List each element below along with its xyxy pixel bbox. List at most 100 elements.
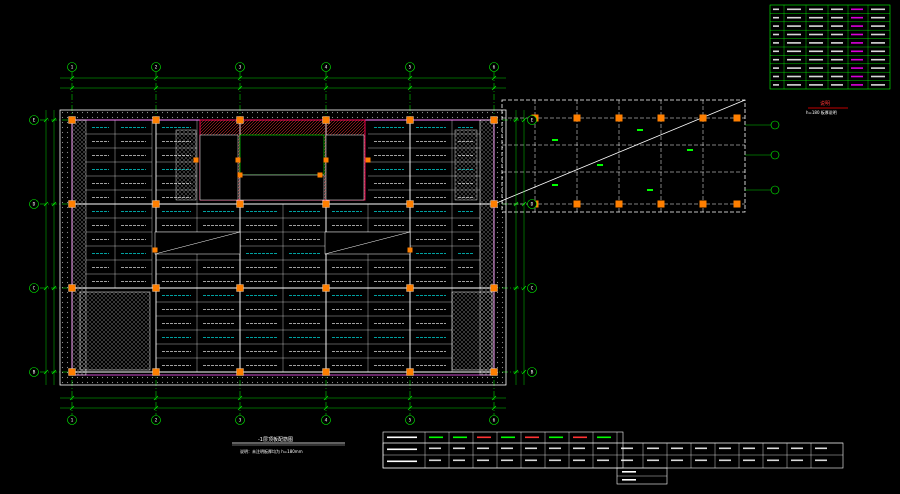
column	[365, 157, 371, 163]
legend-cell-text	[791, 459, 803, 462]
legend-cell-text	[525, 447, 537, 450]
table-cell-text	[831, 25, 843, 27]
table-cell-text	[773, 16, 779, 19]
table-cell-text	[851, 75, 863, 78]
legend-cell-text	[671, 447, 683, 450]
table-cell-text	[831, 84, 843, 86]
dimension-tick	[491, 395, 497, 401]
table-cell-text	[773, 84, 779, 86]
table-cell-text	[787, 58, 801, 61]
legend-border-extended	[382, 442, 844, 469]
legend-note-text: h=180 板厚说明	[806, 110, 837, 115]
axis-bubble-label: 1	[71, 418, 74, 424]
legend-cell-text	[501, 447, 513, 450]
column	[236, 200, 244, 208]
legend-mark-text: 说明	[820, 101, 831, 107]
column	[68, 200, 76, 208]
dimension-tick	[69, 405, 75, 411]
table-cell-text	[851, 84, 863, 86]
axis-bubble-label: 2	[155, 65, 158, 71]
column	[657, 114, 665, 122]
axis-bubble	[527, 199, 537, 209]
table-cell-text	[809, 16, 823, 19]
axis-bubble-label: 1	[71, 65, 74, 71]
table-cell-text	[809, 42, 823, 44]
legend-cell-text	[597, 436, 611, 439]
axis-bubble	[405, 62, 415, 72]
table-cell-text	[871, 67, 885, 69]
legend-cell-text	[549, 459, 561, 462]
table-cell-text	[851, 58, 863, 61]
dimension-tick	[237, 85, 243, 91]
axis-bubble	[235, 62, 245, 72]
column	[236, 116, 244, 124]
legend-cell-text	[549, 447, 561, 450]
legend-cell-text	[622, 471, 636, 473]
table-cell-text	[773, 50, 779, 53]
table-cell-text	[787, 84, 801, 86]
hatched-zones	[71, 119, 495, 376]
axis-bubble-label: 5	[409, 65, 412, 71]
annex-outline	[501, 99, 746, 213]
table-cell-text	[851, 67, 863, 69]
legend-header-text	[387, 460, 417, 463]
dimension-tick	[69, 75, 75, 81]
dimension-tick	[521, 369, 527, 375]
table-cell-text	[773, 67, 779, 69]
legend-cell-text	[597, 447, 609, 450]
axis-bubble-label: 4	[325, 418, 328, 424]
table-cell-text	[787, 33, 801, 36]
table-cell-text	[851, 8, 863, 11]
table-cell-text	[809, 25, 823, 27]
dimension-tick	[323, 75, 329, 81]
table-cell-text	[787, 16, 801, 19]
legend-cell-text	[647, 447, 659, 450]
axis-bubble	[67, 415, 77, 425]
table-cell-text	[809, 8, 823, 11]
annex-rebar-mark	[687, 149, 693, 151]
axis-bubble	[527, 115, 537, 125]
dimension-tick	[323, 395, 329, 401]
table-cell-text	[831, 42, 843, 44]
table-cell-text	[787, 8, 801, 11]
dimension-tick	[237, 75, 243, 81]
table-cell-text	[809, 33, 823, 36]
legend-cell-text	[525, 436, 539, 439]
column	[490, 116, 498, 124]
table-cell-text	[851, 25, 863, 27]
dimension-tick	[43, 285, 49, 291]
table-cell-text	[787, 75, 801, 78]
axis-bubble-label: 4	[325, 65, 328, 71]
dimension-tick	[513, 285, 519, 291]
legend-cell-text	[597, 459, 609, 462]
legend-cell-text	[695, 447, 707, 450]
column	[699, 114, 707, 122]
legend-cell-text	[791, 447, 803, 450]
axis-bubble	[67, 62, 77, 72]
table-cell-text	[871, 8, 885, 11]
table-cell-text	[773, 33, 779, 36]
column	[235, 157, 241, 163]
axis-bubble	[527, 283, 537, 293]
legend-cell-text	[621, 459, 633, 462]
legend-cell-text	[622, 479, 636, 481]
column	[322, 368, 330, 376]
dimension-tick	[513, 117, 519, 123]
dimension-tick	[491, 75, 497, 81]
table-cell-text	[871, 75, 885, 78]
table-cell-text	[851, 33, 863, 36]
dimension-tick	[521, 285, 527, 291]
legend-cell-text	[815, 459, 827, 462]
axis-bubble	[321, 62, 331, 72]
drawing-title	[232, 442, 345, 446]
legend-cell-text	[743, 447, 755, 450]
table-cell-text	[831, 16, 843, 19]
column	[322, 200, 330, 208]
column	[236, 368, 244, 376]
annex-axis-bubble	[770, 185, 780, 195]
annex-axis-bubble	[770, 150, 780, 160]
table-cell-text	[871, 25, 885, 27]
axis-bubble	[151, 62, 161, 72]
table-cell-text	[809, 67, 823, 69]
